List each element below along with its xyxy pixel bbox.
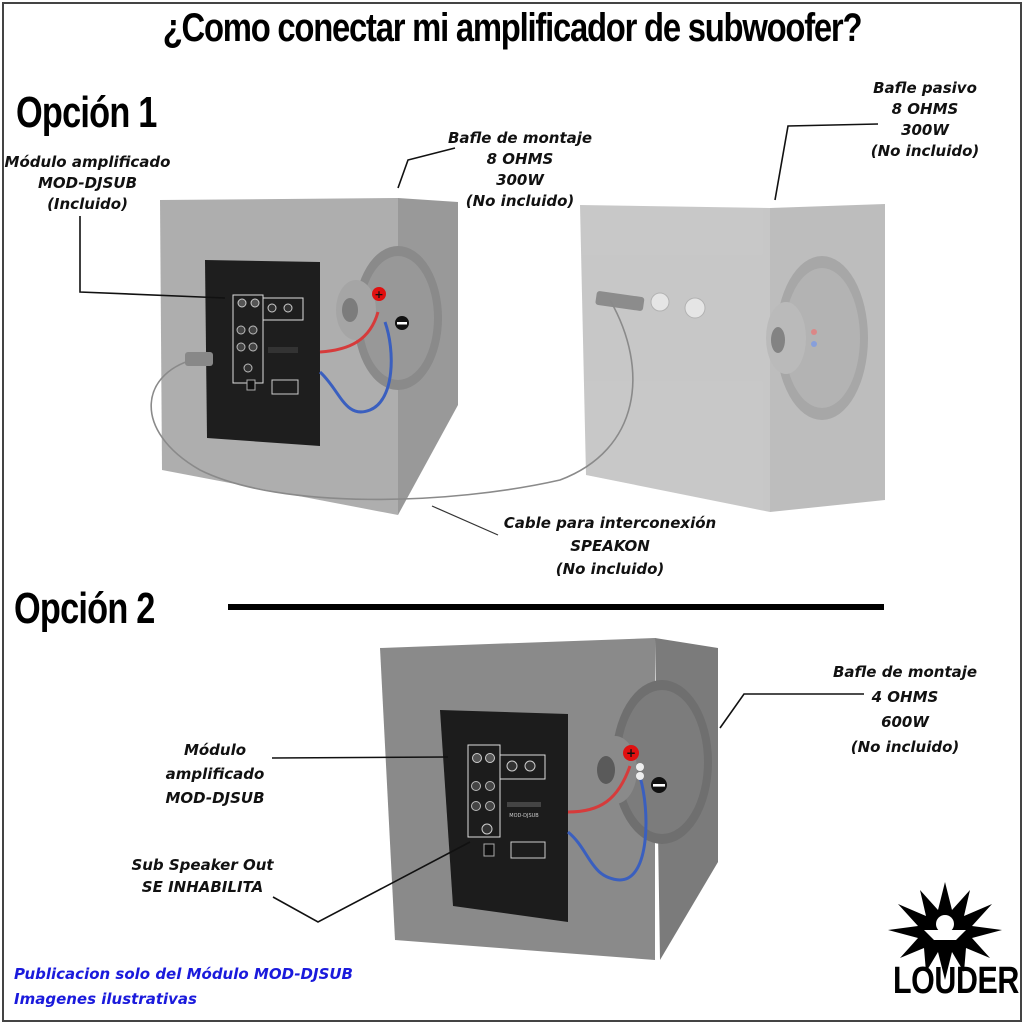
option2-module-label: Módulo amplificado MOD-DJSUB bbox=[165, 741, 265, 807]
option2-amp-panel: MOD-DJSUB bbox=[440, 710, 568, 922]
speakon-cable-label: Cable para interconexión SPEAKON (No inc… bbox=[503, 514, 717, 578]
louder-logo-icon bbox=[888, 882, 1002, 980]
option1-amp-panel bbox=[205, 260, 320, 446]
brand-name: LOUDER bbox=[893, 960, 1019, 1002]
option-1-heading: Opción 1 bbox=[16, 88, 157, 137]
svg-text:MOD-DJSUB: MOD-DJSUB bbox=[509, 813, 539, 819]
sub-speaker-out-label: Sub Speaker Out SE INHABILITA bbox=[131, 856, 274, 896]
option1-module-label: Módulo amplificado MOD-DJSUB (Incluido) bbox=[4, 153, 171, 213]
positive-terminal-icon bbox=[623, 745, 639, 761]
option-2-heading: Opción 2 bbox=[14, 584, 155, 633]
speakon-cable bbox=[150, 299, 634, 501]
option1-mount-baffle-label: Bafle de montaje 8 OHMS 300W (No incluid… bbox=[447, 129, 593, 210]
option1-passive-cabinet bbox=[580, 204, 885, 512]
page-title: ¿Como conectar mi amplificador de subwoo… bbox=[162, 6, 863, 50]
option1-passive-baffle-label: Bafle pasivo 8 OHMS 300W (No incluido) bbox=[870, 79, 980, 160]
footer-disclaimer: Publicacion solo del Módulo MOD-DJSUB Im… bbox=[14, 965, 353, 1008]
svg-text:+: + bbox=[374, 288, 383, 301]
svg-text:+: + bbox=[626, 746, 636, 760]
section-divider bbox=[228, 604, 884, 610]
positive-terminal-icon bbox=[372, 287, 386, 301]
option2-mount-baffle-label: Bafle de montaje 4 OHMS 600W (No incluid… bbox=[832, 663, 978, 756]
